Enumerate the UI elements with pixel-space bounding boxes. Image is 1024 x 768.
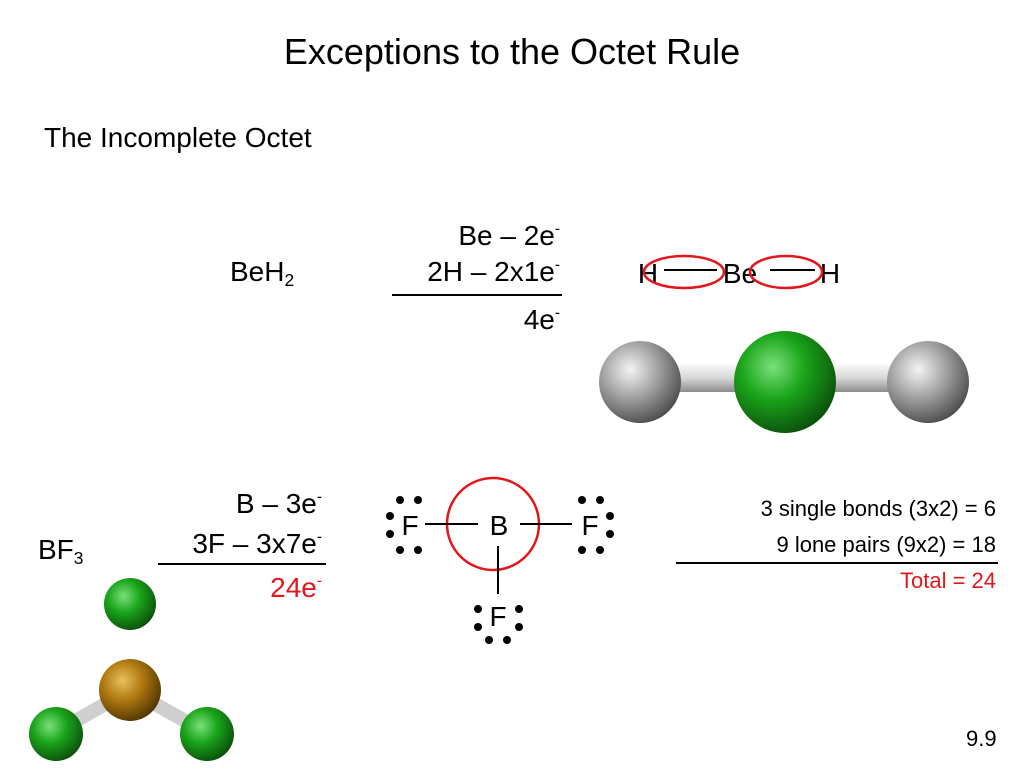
beh2-formula: BeH2 [230,256,295,291]
bonds-count: 3 single bonds (3x2) = 6 [760,496,996,521]
bf3-total-electrons: 24e- [270,572,322,603]
lewis-f-right: F [581,510,598,541]
bf3-3d-model [29,578,234,761]
bf3-b-electrons: B – 3e- [235,488,322,519]
lewis-h-right: H [820,258,840,289]
lewis-f-bottom: F [489,601,506,632]
beh2-be-electrons: Be – 2e- [458,220,560,251]
hydrogen-atom-sphere [599,341,681,423]
slide-number: 9.9 [966,726,997,751]
section-heading: The Incomplete Octet [44,122,312,153]
beryllium-atom-sphere [734,331,836,433]
lewis-be-center: Be [723,258,757,289]
fluorine-atom-sphere [180,707,234,761]
bf3-formula: BF3 [38,534,84,569]
bf3-f-electrons: 3F – 3x7e- [192,528,322,559]
lewis-f-left: F [401,510,418,541]
slide-title: Exceptions to the Octet Rule [283,31,741,72]
bond-pair-highlight [748,254,824,290]
bf3-sum-rule [158,563,326,565]
beh2-3d-model [599,331,969,433]
beh2-sum-rule [392,294,562,296]
beh2-total-electrons: 4e- [523,304,560,335]
fluorine-atom-sphere [29,707,83,761]
boron-atom-sphere [99,659,161,721]
count-sum-rule [676,562,998,564]
total-count: Total = 24 [899,568,996,593]
lone-pairs-count: 9 lone pairs (9x2) = 18 [776,532,996,557]
bond-pair-highlight [642,254,726,290]
hydrogen-atom-sphere [887,341,969,423]
lewis-b-center: B [490,510,509,541]
fluorine-atom-sphere [104,578,156,630]
lone-pair-dots [386,496,614,644]
beh2-h-electrons: 2H – 2x1e- [427,256,560,287]
